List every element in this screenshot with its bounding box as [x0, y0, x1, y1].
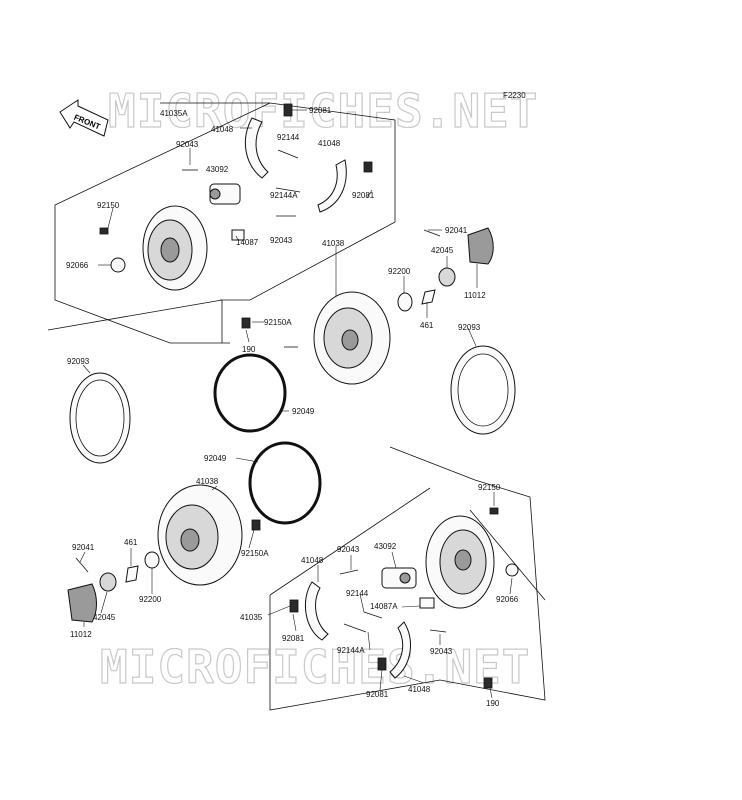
- seal-ring-right: [450, 345, 516, 435]
- figure-code: F2230: [503, 91, 526, 100]
- label-92081: 92081: [366, 690, 389, 699]
- lower-assembly-frame: [269, 446, 546, 711]
- label-92081: 92081: [309, 106, 332, 115]
- label-92049: 92049: [204, 454, 227, 463]
- label-92144: 92144: [346, 589, 369, 598]
- label-41048: 41048: [318, 139, 341, 148]
- label-92066: 92066: [66, 261, 89, 270]
- part-labels: 41035A 92081 41048 92144 41048 92043 430…: [66, 106, 519, 708]
- label-92200: 92200: [388, 267, 411, 276]
- label-92043: 92043: [176, 140, 199, 149]
- label-42045: 42045: [431, 246, 454, 255]
- label-92043: 92043: [270, 236, 293, 245]
- lower-backing-plate: [425, 507, 519, 609]
- label-92081: 92081: [282, 634, 305, 643]
- lower-springs-pins: [339, 569, 493, 689]
- upper-assembly-frame: [47, 102, 396, 344]
- upper-backing-plate: [99, 205, 208, 291]
- label-92150: 92150: [478, 483, 501, 492]
- label-41048: 41048: [408, 685, 431, 694]
- upper-springs-pins: [182, 149, 301, 217]
- front-arrow-icon: FRONT: [59, 99, 109, 137]
- label-92081: 92081: [352, 191, 375, 200]
- upper-brake-shoes: [231, 103, 373, 241]
- label-92043: 92043: [337, 545, 360, 554]
- label-92144: 92144: [277, 133, 300, 142]
- label-42045: 42045: [93, 613, 116, 622]
- o-ring-upper: [213, 353, 287, 433]
- label-92150a: 92150A: [241, 549, 269, 558]
- label-92150: 92150: [97, 201, 120, 210]
- label-92049: 92049: [292, 407, 315, 416]
- label-92144a: 92144A: [270, 191, 298, 200]
- o-ring-lower: [248, 441, 322, 525]
- label-461: 461: [124, 538, 138, 547]
- label-92093: 92093: [67, 357, 90, 366]
- label-92041: 92041: [445, 226, 468, 235]
- seal-ring-left: [69, 372, 131, 464]
- upper-wheel-cylinder: [209, 183, 241, 205]
- label-14087a: 14087A: [370, 602, 398, 611]
- label-92093: 92093: [458, 323, 481, 332]
- label-92043: 92043: [430, 647, 453, 656]
- label-92200: 92200: [139, 595, 162, 604]
- upper-right-drum: [241, 291, 391, 385]
- label-92041: 92041: [72, 543, 95, 552]
- label-43092: 43092: [206, 165, 229, 174]
- lower-left-drum: [157, 484, 261, 586]
- label-41048: 41048: [301, 556, 324, 565]
- label-92066: 92066: [496, 595, 519, 604]
- label-41035: 41035: [240, 613, 263, 622]
- watermark-top: MICROFICHES.NET: [108, 84, 538, 138]
- watermark-bottom: MICROFICHES.NET: [100, 640, 530, 694]
- label-11012: 11012: [464, 291, 486, 300]
- label-190: 190: [242, 345, 256, 354]
- label-92144a: 92144A: [337, 646, 365, 655]
- label-14087: 14087: [236, 238, 259, 247]
- label-190: 190: [486, 699, 500, 708]
- label-41048: 41048: [211, 125, 234, 134]
- label-11012: 11012: [70, 630, 92, 639]
- label-461: 461: [420, 321, 434, 330]
- lower-wheel-cylinder: [381, 567, 435, 609]
- upper-hub-parts: [397, 227, 494, 312]
- label-41038: 41038: [196, 477, 219, 486]
- lower-hub-parts: [67, 551, 160, 623]
- leader-lines: [79, 109, 513, 699]
- label-43092: 43092: [374, 542, 397, 551]
- label-41035a: 41035A: [160, 109, 188, 118]
- label-92150a: 92150A: [264, 318, 292, 327]
- lower-brake-shoes: [289, 581, 411, 679]
- label-41038: 41038: [322, 239, 345, 248]
